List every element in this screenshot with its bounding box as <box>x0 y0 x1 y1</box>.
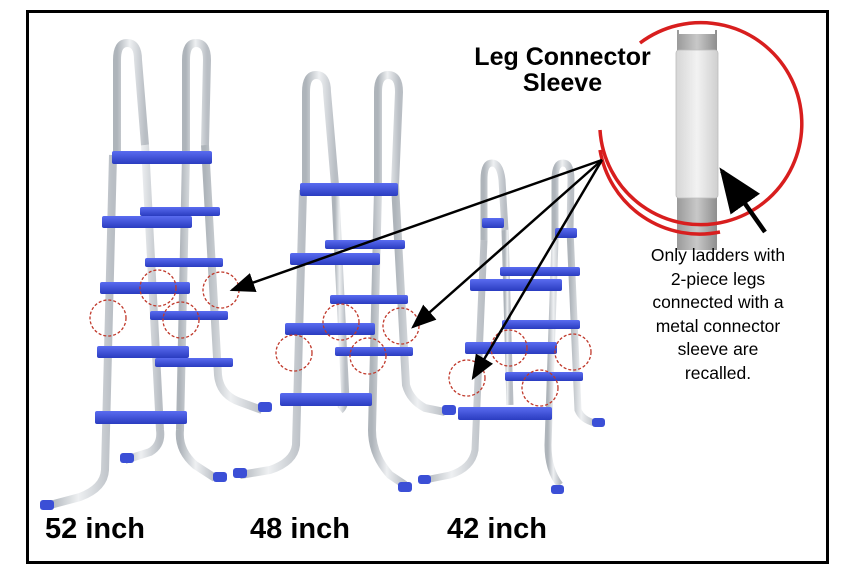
recall-note-line: sleeve are <box>677 339 759 359</box>
recall-note-line: 2-piece legs <box>670 268 766 289</box>
callout-title-line-1: Leg Connector <box>474 43 651 71</box>
ladder-52-inch <box>40 38 272 510</box>
size-label-52-inch: 52 inch <box>45 513 145 545</box>
ladder-42-inch <box>418 159 605 494</box>
connector-sleeve-callout <box>598 20 804 250</box>
pointer-arrows <box>229 158 604 381</box>
size-label-42-inch: 42 inch <box>447 513 547 545</box>
recall-note: Only ladders with 2-piece legs connected… <box>618 244 818 385</box>
callout-title: Leg Connector Sleeve <box>440 44 685 96</box>
recall-note-line: Only ladders with <box>650 245 786 265</box>
recall-note-line: connected with a <box>652 292 784 312</box>
recall-note-line: metal connector <box>655 315 781 336</box>
callout-title-line-2: Sleeve <box>522 69 603 97</box>
ladder-48-inch <box>233 70 456 492</box>
recall-note-line: recalled. <box>684 362 752 383</box>
size-label-48-inch: 48 inch <box>250 513 350 545</box>
